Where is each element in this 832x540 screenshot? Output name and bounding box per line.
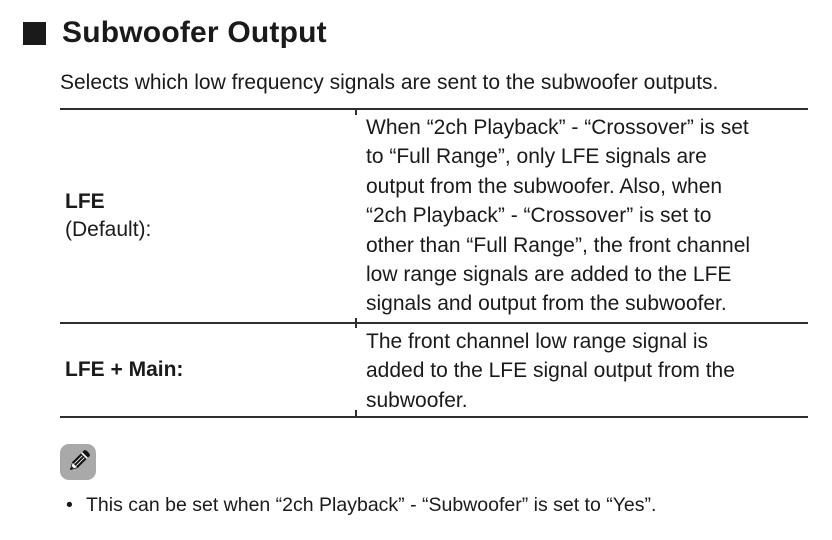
table-row-lfe: LFE (Default): When “2ch Playback” - “Cr… — [60, 110, 808, 324]
page-title: Subwoofer Output — [62, 16, 327, 49]
column-divider-tick — [355, 108, 357, 115]
note-text: This can be set when “2ch Playback” - “S… — [86, 494, 657, 516]
black-square-icon — [23, 21, 46, 45]
manual-page: Subwoofer Output Selects which low frequ… — [0, 16, 832, 540]
option-name-cell: LFE + Main: — [60, 324, 356, 416]
description-line: added to the LFE signal output from the — [366, 359, 735, 383]
column-divider-tick — [355, 410, 357, 418]
column-divider-tick — [355, 318, 357, 328]
description-line: to “Full Range”, only LFE signals are — [366, 145, 707, 169]
pencil-note-icon — [60, 444, 96, 480]
option-name-cell: LFE (Default): — [60, 110, 356, 322]
option-description-cell: When “2ch Playback” - “Crossover” is set… — [356, 110, 808, 322]
description-line: When “2ch Playback” - “Crossover” is set — [366, 116, 749, 139]
option-description-cell: The front channel low range signal is ad… — [356, 324, 808, 416]
table-row-lfe-main: LFE + Main: The front channel low range … — [60, 324, 808, 416]
description-line: “2ch Playback” - “Crossover” is set to — [366, 204, 712, 228]
option-default-qualifier: (Default): — [65, 218, 152, 241]
description-line: other than “Full Range”, the front chann… — [366, 233, 751, 257]
option-name: LFE — [65, 190, 105, 213]
option-name: LFE + Main: — [65, 358, 184, 381]
section-heading: Subwoofer Output — [23, 16, 832, 50]
options-table: LFE (Default): When “2ch Playback” - “Cr… — [60, 108, 808, 418]
description-line: subwoofer. — [366, 388, 468, 412]
description-line: output from the subwoofer. Also, when — [366, 174, 723, 198]
description-line: signals and output from the subwoofer. — [366, 292, 727, 316]
description-line: The front channel low range signal is — [366, 330, 709, 353]
note-item: • This can be set when “2ch Playback” - … — [66, 493, 832, 517]
intro-text: Selects which low frequency signals are … — [60, 71, 719, 94]
description-line: low range signals are added to the LFE — [366, 263, 732, 287]
bullet-marker: • — [66, 494, 73, 516]
